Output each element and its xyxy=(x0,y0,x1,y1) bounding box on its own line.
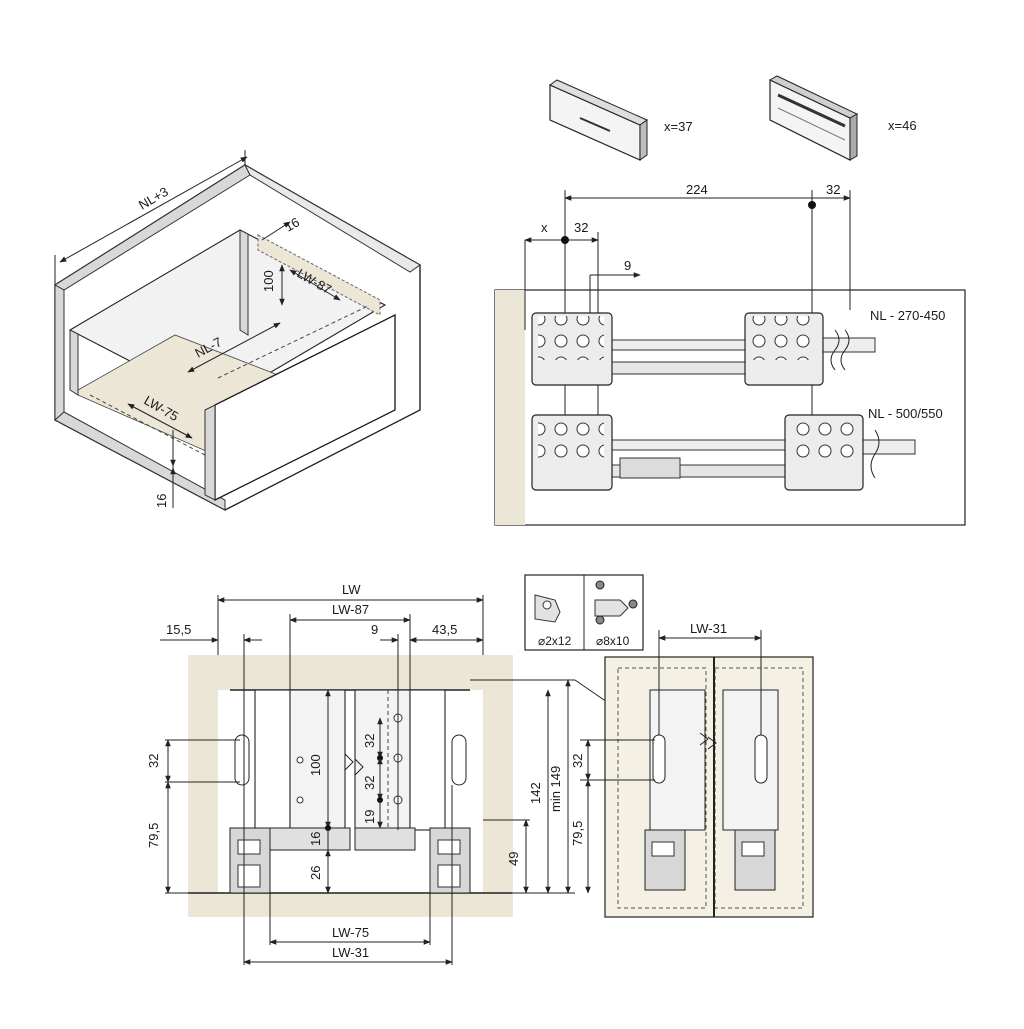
lw31-front-label: LW-31 xyxy=(332,945,369,960)
nl3-label: NL+3 xyxy=(136,184,171,213)
x37-label: x=37 xyxy=(664,119,693,134)
d32-left-front-label: 32 xyxy=(146,754,161,768)
d19-label: 19 xyxy=(362,810,377,824)
lw75-front-label: LW-75 xyxy=(332,925,369,940)
rail-side-views: 224 32 x 32 9 NL - 270-450 xyxy=(494,182,966,526)
d16-top-label: 16 xyxy=(282,214,302,234)
nl-range-long-label: NL - 500/550 xyxy=(868,406,943,421)
screw-2x12-label: ⌀2x12 xyxy=(538,634,572,648)
d155-label: 15,5 xyxy=(166,622,191,637)
d100-front-label: 100 xyxy=(308,754,323,776)
screw-inset: ⌀2x12 ⌀8x10 xyxy=(524,574,644,651)
d16-front-label: 16 xyxy=(308,832,323,846)
x46-label: x=46 xyxy=(888,118,917,133)
d795-side-label: 79,5 xyxy=(570,821,585,846)
d795-left-label: 79,5 xyxy=(146,823,161,848)
side-section-view: LW-31 32 79,5 xyxy=(570,621,814,918)
d435-label: 43,5 xyxy=(432,622,457,637)
d9-front-label: 9 xyxy=(371,622,378,637)
d9-label: 9 xyxy=(624,258,631,273)
front-bracket-options: x=37 x=46 xyxy=(548,75,917,161)
lw87-front-label: LW-87 xyxy=(332,602,369,617)
lw31-side-label: LW-31 xyxy=(690,621,727,636)
d49-label: 49 xyxy=(506,852,521,866)
d16-bottom-label: 16 xyxy=(154,494,169,508)
d32-right-label: 32 xyxy=(826,182,840,197)
d32-side-label: 32 xyxy=(570,754,585,768)
min149-label: min 149 xyxy=(548,766,563,812)
d32-mid-top-label: 32 xyxy=(362,734,377,748)
front-section-view: LW LW-87 15,5 9 43,5 32 79,5 100 16 2 xyxy=(146,582,656,965)
d32-mid-bottom-label: 32 xyxy=(362,776,377,790)
lw-label: LW xyxy=(342,582,361,597)
screw-8x10-label: ⌀8x10 xyxy=(596,634,630,648)
isometric-drawer-view: NL+3 16 100 LW-87 NL-7 LW-75 16 xyxy=(54,150,421,511)
x-dim-label: x xyxy=(541,220,548,235)
d26-label: 26 xyxy=(308,866,323,880)
nl-range-short-label: NL - 270-450 xyxy=(870,308,945,323)
d100-label: 100 xyxy=(261,270,276,292)
d142-label: 142 xyxy=(528,782,543,804)
d32-left-label: 32 xyxy=(574,220,588,235)
d224-label: 224 xyxy=(686,182,708,197)
